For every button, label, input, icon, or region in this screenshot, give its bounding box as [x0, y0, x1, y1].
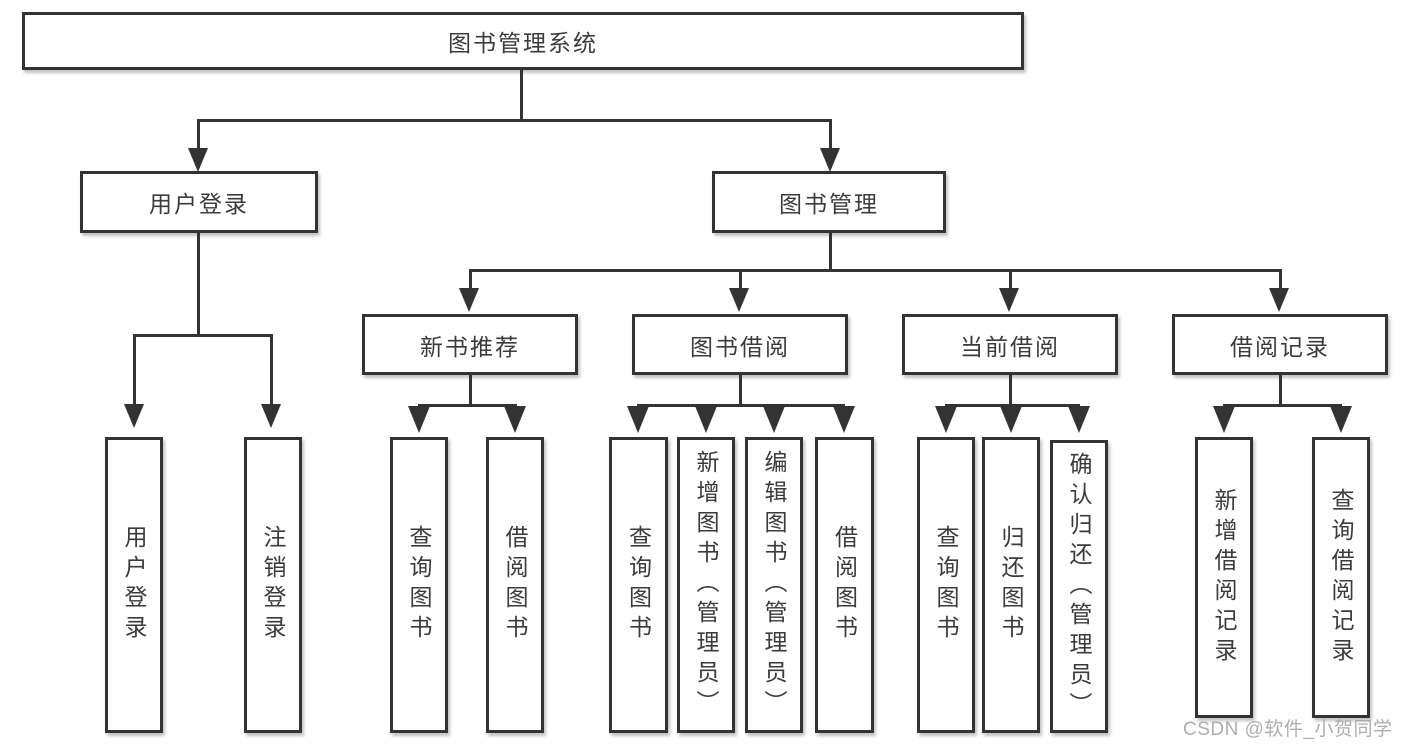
csdn-watermark: CSDN @软件_小贺同学: [1183, 719, 1393, 740]
connector-line: [469, 269, 1282, 272]
connector-line: [270, 334, 273, 406]
arrowhead-icon: [261, 404, 281, 428]
leaf-logout-login-label: 注销登录: [260, 525, 286, 645]
connector-line: [1223, 404, 1342, 407]
arrowhead-icon: [763, 406, 785, 433]
leaf-query-books-current: 查询图书: [917, 437, 975, 733]
arrowhead-icon: [627, 406, 649, 433]
node-book-management: 图书管理: [712, 171, 946, 233]
connector-line: [197, 119, 832, 122]
connector-line: [637, 404, 845, 407]
leaf-query-borrow-record: 查询借阅记录: [1312, 437, 1370, 718]
leaf-query-books-current-label: 查询图书: [933, 525, 959, 645]
connector-line: [469, 375, 472, 406]
leaf-borrow-books-recommend-label: 借阅图书: [502, 525, 528, 645]
arrowhead-icon: [935, 406, 957, 433]
leaf-return-books: 归还图书: [982, 437, 1040, 733]
leaf-user-login: 用户登录: [105, 437, 163, 733]
arrowhead-icon: [999, 288, 1019, 312]
connector-line: [1279, 269, 1282, 290]
leaf-edit-books-admin-label: 编辑图书（管理员）: [761, 450, 787, 720]
connector-line: [829, 119, 832, 150]
node-current-borrow-label: 当前借阅: [960, 333, 1060, 360]
arrowhead-icon: [1213, 406, 1235, 433]
node-new-book-recommend: 新书推荐: [362, 314, 578, 375]
node-root: 图书管理系统: [22, 12, 1024, 70]
arrowhead-icon: [1330, 406, 1352, 433]
connector-line: [418, 404, 517, 407]
arrowhead-icon: [1269, 288, 1289, 312]
node-borrow-records-label: 借阅记录: [1230, 333, 1330, 360]
leaf-return-books-label: 归还图书: [998, 525, 1024, 645]
leaf-add-books-admin: 新增图书（管理员）: [677, 437, 735, 733]
arrowhead-icon: [1068, 406, 1090, 433]
node-borrow-records: 借阅记录: [1172, 314, 1388, 375]
leaf-query-books-borrow: 查询图书: [609, 437, 668, 733]
leaf-query-books-borrow-label: 查询图书: [625, 525, 652, 645]
arrowhead-icon: [124, 404, 144, 428]
leaf-user-login-label: 用户登录: [121, 525, 147, 645]
node-new-book-recommend-label: 新书推荐: [420, 333, 520, 360]
connector-line: [197, 119, 200, 150]
connector-line: [945, 404, 1080, 407]
node-current-borrow: 当前借阅: [902, 314, 1118, 375]
connector-line: [133, 334, 136, 406]
arrowhead-icon: [188, 148, 208, 172]
node-book-borrow: 图书借阅: [632, 314, 848, 375]
connector-line: [1279, 375, 1282, 406]
connector-line: [469, 269, 472, 290]
leaf-confirm-return-admin: 确认归还（管理员）: [1050, 440, 1108, 733]
node-book-borrow-label: 图书借阅: [690, 333, 790, 360]
leaf-add-books-admin-label: 新增图书（管理员）: [693, 450, 719, 720]
connector-line: [1009, 269, 1012, 290]
arrowhead-icon: [504, 406, 526, 433]
arrowhead-icon: [833, 406, 855, 433]
connector-line: [520, 69, 523, 122]
leaf-confirm-return-admin-label: 确认归还（管理员）: [1066, 451, 1092, 722]
arrowhead-icon: [459, 288, 479, 312]
connector-line: [133, 334, 273, 337]
leaf-query-books-recommend: 查询图书: [390, 437, 448, 733]
arrowhead-icon: [695, 406, 717, 433]
leaf-query-books-recommend-label: 查询图书: [406, 525, 432, 645]
connector-line: [1009, 375, 1012, 406]
connector-line: [829, 233, 832, 272]
leaf-borrow-books-recommend: 借阅图书: [486, 437, 544, 733]
leaf-add-borrow-record-label: 新增借阅记录: [1211, 487, 1237, 668]
arrowhead-icon: [729, 288, 749, 312]
node-root-label: 图书管理系统: [448, 30, 598, 56]
node-user-login: 用户登录: [80, 171, 318, 233]
arrowhead-icon: [408, 406, 430, 433]
leaf-query-borrow-record-label: 查询借阅记录: [1328, 487, 1354, 668]
leaf-logout-login: 注销登录: [244, 437, 302, 733]
leaf-add-borrow-record: 新增借阅记录: [1195, 437, 1253, 718]
connector-line: [739, 269, 742, 290]
connector-line: [197, 233, 200, 336]
node-user-login-label: 用户登录: [149, 191, 249, 217]
leaf-borrow-books: 借阅图书: [815, 437, 874, 733]
arrowhead-icon: [820, 148, 840, 172]
connector-line: [739, 375, 742, 406]
leaf-borrow-books-label: 借阅图书: [831, 525, 858, 645]
node-book-management-label: 图书管理: [779, 191, 879, 217]
leaf-edit-books-admin: 编辑图书（管理员）: [745, 437, 803, 733]
arrowhead-icon: [1000, 406, 1022, 433]
